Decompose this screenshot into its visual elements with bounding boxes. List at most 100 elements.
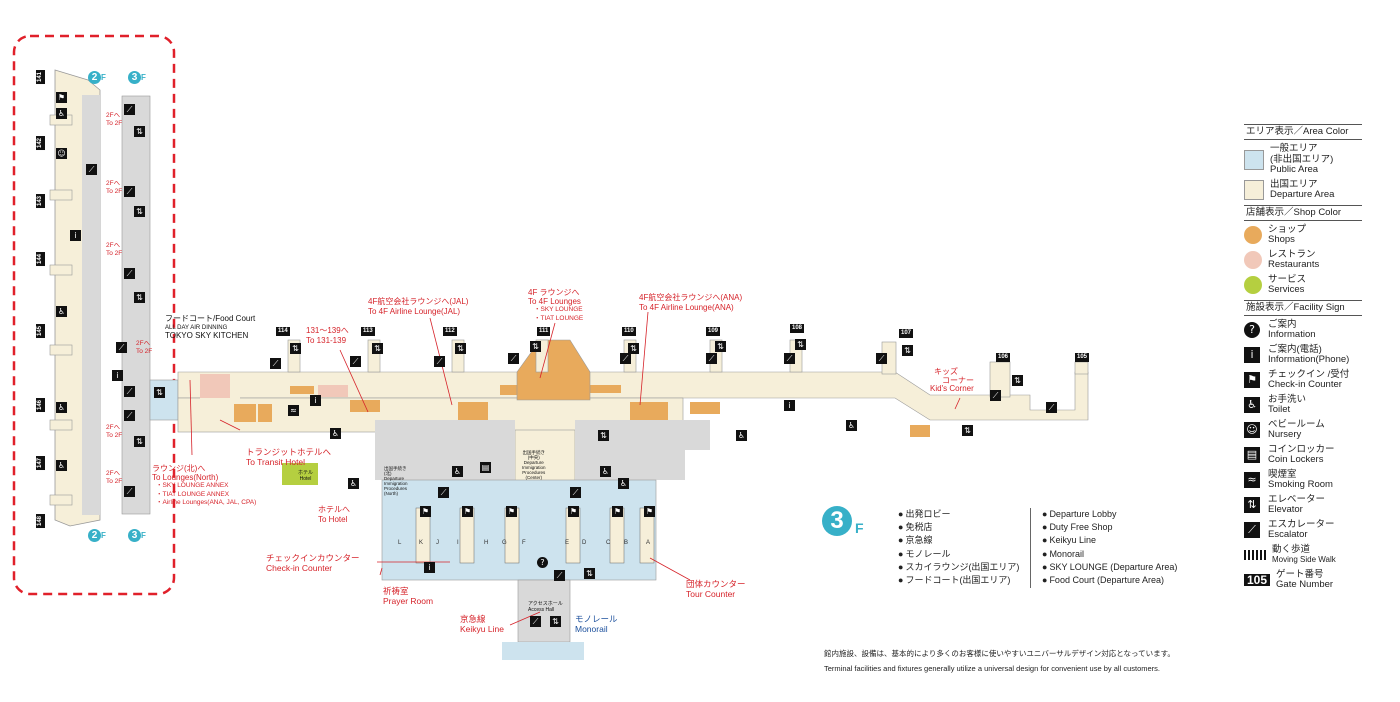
universal-design-note: 館内施設、設備は、基本的により多くのお客様に使いやすいユニバーサルデザイン対応と… (824, 649, 1175, 673)
gates-131-139-label: 131～139へ To 131-139 (306, 326, 349, 345)
checkin-counter-icon: ⚑ (462, 506, 473, 517)
gate-108: 108 (790, 324, 805, 333)
information-phone-icon: i (784, 400, 795, 411)
checkin-counter-label: チェックインカウンター Check-in Counter (266, 553, 360, 573)
elevator-icon: ⇅ (290, 343, 301, 354)
legend-facility-header: 施設表示／Facility Sign (1244, 299, 1362, 316)
escalator-icon: ⟋ (876, 353, 887, 364)
toilet-icon: ♿ (618, 478, 629, 489)
elevator-icon: ⇅ (902, 345, 913, 356)
escalator-icon: ⟋ (116, 342, 127, 353)
gate-110: 110 (622, 327, 636, 336)
legend-area-header: エリア表示／Area Color (1244, 124, 1362, 140)
services-swatch (1244, 276, 1262, 294)
elevator-icon: ⇅ (715, 341, 726, 352)
legend-shop-header: 店舗表示／Shop Color (1244, 204, 1362, 221)
elevator-icon: ⇅ (1244, 497, 1260, 513)
gate-113: 113 (361, 327, 375, 336)
escalator-icon: ⟋ (124, 268, 135, 279)
escalator-icon: ⟋ (1046, 402, 1057, 413)
north-pier-2f (49, 69, 101, 527)
escalator-icon: ⟋ (350, 356, 361, 367)
escalator-icon: ⟋ (124, 486, 135, 497)
escalator-icon: ⟋ (270, 358, 281, 369)
gate-147: 147 (36, 456, 45, 471)
gate-114: 114 (276, 327, 290, 336)
hotel-label: ホテル Hotel (298, 470, 314, 482)
escalator-icon: ⟋ (124, 410, 135, 421)
gate-106: 106 (996, 353, 1011, 362)
checkin-counter-icon: ⚑ (506, 506, 517, 517)
gate-144: 144 (36, 252, 45, 267)
escalator-icon: ⟋ (434, 356, 445, 367)
gate-141: 141 (36, 70, 45, 85)
escalator-icon: ⟋ (784, 353, 795, 364)
monorail-label: モノレール Monorail (575, 614, 618, 634)
escalator-icon: ⟋ (438, 487, 449, 498)
elevator-icon: ⇅ (372, 343, 383, 354)
escalator-icon: ⟋ (86, 164, 97, 175)
lounges-north-label: ラウンジ(北)へ To Lounges(North) ・SKY LOUNGE A… (152, 464, 257, 506)
information-phone-icon: i (424, 562, 435, 573)
elevator-icon: ⇅ (134, 292, 145, 303)
nursery-icon: ☺ (56, 148, 67, 159)
information-phone-icon: i (310, 395, 321, 406)
gate-148: 148 (36, 514, 45, 529)
public-area-swatch (1244, 149, 1264, 170)
escalator-icon: ⟋ (124, 386, 135, 397)
keikyu-label: 京急線 Keikyu Line (460, 614, 504, 634)
gate-109: 109 (706, 327, 721, 336)
elevator-icon: ⇅ (795, 339, 806, 350)
kids-corner-label: キッズ コーナー Kid's Corner (930, 367, 974, 393)
transit-hotel-label: トランジットホテルへ To Transit Hotel (246, 447, 332, 467)
shops-swatch (1244, 226, 1262, 244)
elevator-icon: ⇅ (584, 568, 595, 579)
immigration-center-label: 出国手続き (中央) Departure Immigration Procedu… (522, 450, 546, 480)
gate-112: 112 (443, 327, 457, 336)
floor-key-divider (1030, 508, 1031, 588)
toilet-icon: ♿ (348, 478, 359, 489)
smoking-room-icon: ≈ (288, 405, 299, 416)
toilet-icon: ♿ (452, 466, 463, 477)
elevator-icon: ⇅ (134, 206, 145, 217)
gate-105: 105 (1075, 353, 1090, 362)
moving-walk-icon (1244, 550, 1266, 560)
floor-3-key-suffix: F (855, 520, 864, 536)
coin-locker-icon: ▤ (480, 462, 491, 473)
elevator-icon: ⇅ (628, 343, 639, 354)
information-icon: ? (1244, 322, 1260, 338)
ana-lounge-label: 4F航空会社ラウンジへ(ANA) To 4F Airline Lounge(AN… (639, 293, 743, 312)
checkin-counter-icon: ⚑ (56, 92, 67, 103)
elevator-icon: ⇅ (530, 341, 541, 352)
checkin-counter-icon: ⚑ (612, 506, 623, 517)
information-phone-icon: i (112, 370, 123, 381)
to-hotel-label: ホテルへ To Hotel (318, 505, 350, 524)
toilet-icon: ♿ (56, 402, 67, 413)
jal-lounge-label: 4F航空会社ラウンジへ(JAL) To 4F Airline Lounge(JA… (368, 297, 469, 316)
floor-key-en-list: Departure Lobby Duty Free Shop Keikyu Li… (1042, 508, 1177, 587)
tour-counter-label: 団体カウンター Tour Counter (686, 579, 746, 599)
elevator-icon: ⇅ (154, 387, 165, 398)
north-pier-3f (121, 95, 179, 515)
toilet-icon: ♿ (1244, 397, 1260, 413)
escalator-icon: ⟋ (990, 390, 1001, 401)
restaurants-swatch (1244, 251, 1262, 269)
gate-145: 145 (36, 324, 45, 339)
escalator-icon: ⟋ (124, 186, 135, 197)
toilet-icon: ♿ (56, 108, 67, 119)
escalator-icon: ⟋ (706, 353, 717, 364)
gate-number-icon: 105 (1244, 574, 1271, 586)
gate-107: 107 (899, 329, 914, 338)
